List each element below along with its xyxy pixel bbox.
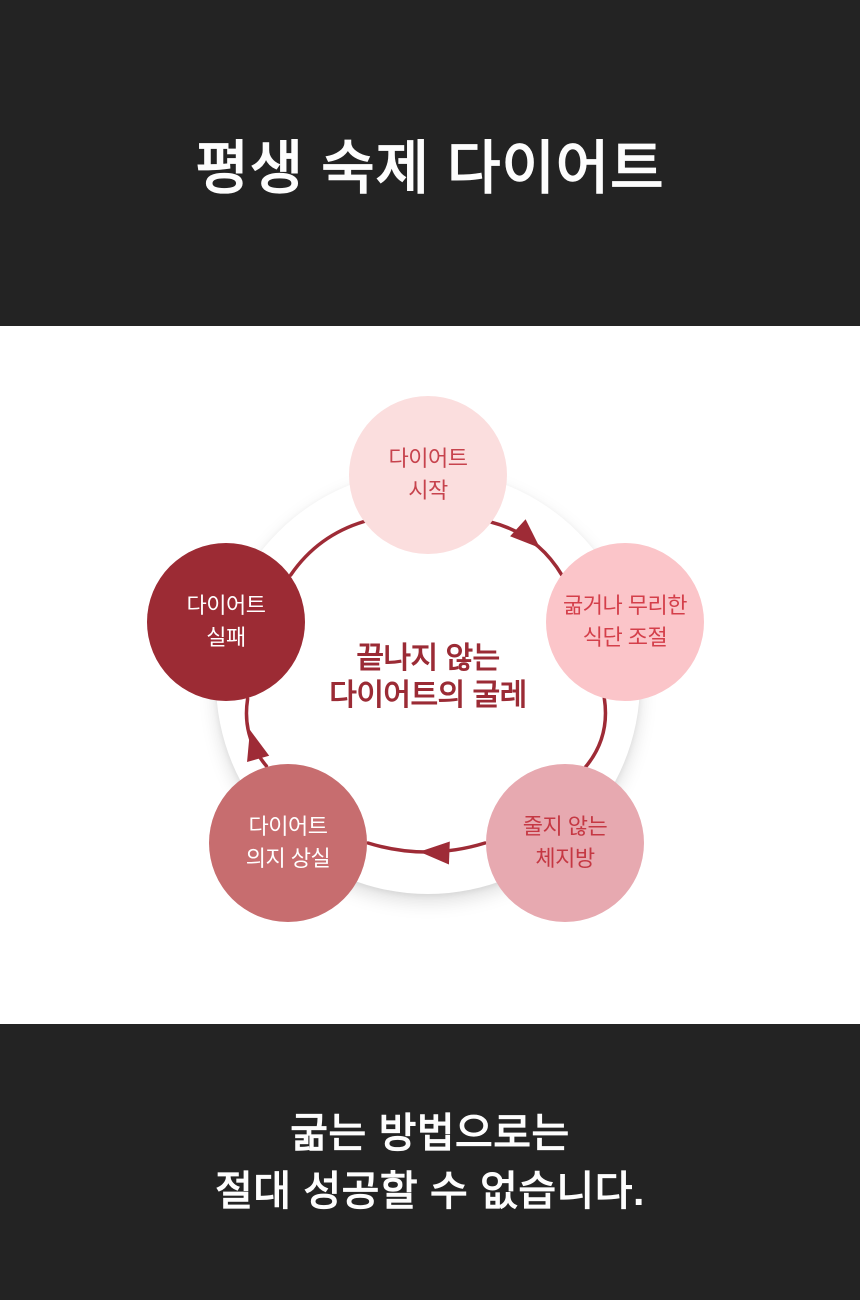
node-label-line: 다이어트 xyxy=(248,814,328,839)
page-title: 평생 숙제 다이어트 xyxy=(195,136,665,202)
node-label-line: 식단 조절 xyxy=(582,625,668,650)
cycle-center-caption: 끝나지 않는 다이어트의 굴레 xyxy=(329,640,527,714)
diet-cycle-diagram: 다이어트 시작 굶거나 무리한 식단 조절 줄지 않는 체지방 다이어트 의지 … xyxy=(0,326,860,1024)
footer-message-line2: 절대 성공할 수 없습니다. xyxy=(215,1168,645,1214)
arrowhead-to-failure-icon xyxy=(247,730,270,762)
footer-message: 굶는 방법으로는 절대 성공할 수 없습니다. xyxy=(215,1104,645,1220)
header-banner: 평생 숙제 다이어트 xyxy=(0,0,860,326)
cycle-node-harsh-diet: 굶거나 무리한 식단 조절 xyxy=(546,543,704,701)
cycle-node-stubborn-fat: 줄지 않는 체지방 xyxy=(486,764,644,922)
arrow-failure-to-start xyxy=(288,519,366,577)
arrowhead-to-harsh-diet-icon xyxy=(510,519,540,548)
arrowhead-to-lost-will-icon xyxy=(419,841,450,865)
node-label-line: 실패 xyxy=(206,625,246,650)
center-caption-line2: 다이어트의 굴레 xyxy=(329,679,527,712)
node-label-line: 줄지 않는 xyxy=(522,814,608,839)
arrow-lost-will-to-failure xyxy=(244,697,269,768)
footer-banner: 굶는 방법으로는 절대 성공할 수 없습니다. xyxy=(0,1024,860,1300)
cycle-node-diet-start: 다이어트 시작 xyxy=(349,396,507,554)
center-caption-line1: 끝나지 않는 xyxy=(356,642,500,675)
node-label-line: 시작 xyxy=(408,478,448,503)
cycle-node-diet-failure: 다이어트 실패 xyxy=(147,543,305,701)
node-label-line: 의지 상실 xyxy=(245,846,331,871)
arrow-harsh-diet-to-fat xyxy=(583,696,608,769)
cycle-node-lost-willpower: 다이어트 의지 상실 xyxy=(209,764,367,922)
node-label-line: 굶거나 무리한 xyxy=(562,593,688,618)
node-label-line: 다이어트 xyxy=(186,593,266,618)
node-label-line: 체지방 xyxy=(535,846,595,871)
footer-message-line1: 굶는 방법으로는 xyxy=(290,1110,570,1156)
cycle-arrows xyxy=(244,519,608,865)
node-label-line: 다이어트 xyxy=(388,446,468,471)
